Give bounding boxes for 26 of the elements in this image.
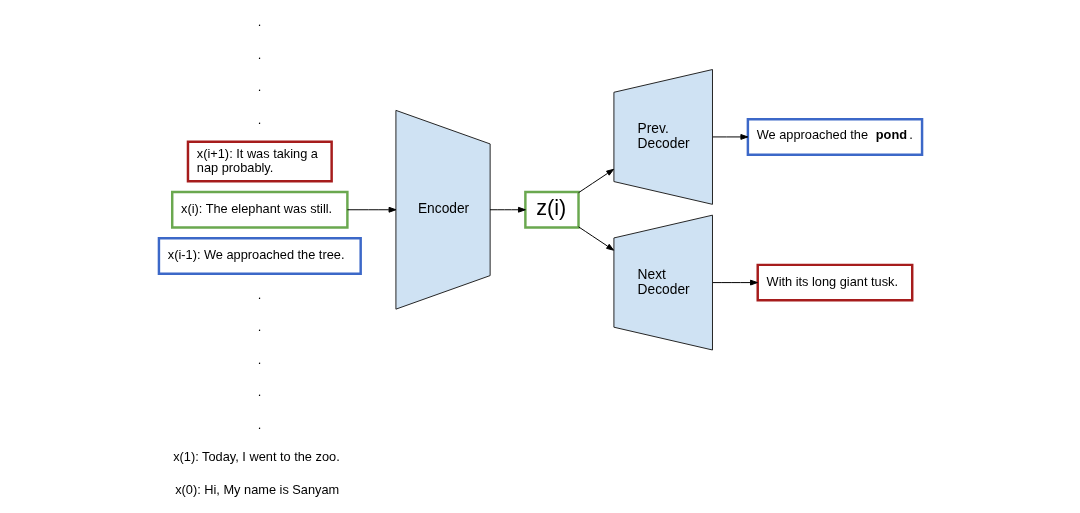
- node-box: With its long giant tusk.: [756, 263, 913, 302]
- node-box: z(i): [523, 190, 580, 229]
- node-box: x(i-1): We approached the tree.: [157, 237, 362, 275]
- node-box: x(i): The elephant was still.: [170, 190, 349, 229]
- arrow: [577, 168, 614, 194]
- label: .: [257, 286, 261, 302]
- node-box: We approached the pond.: [746, 118, 923, 156]
- label: .: [257, 384, 261, 400]
- label: x(0): Hi, My name is Sanyam: [174, 481, 339, 497]
- arrow: [346, 206, 396, 213]
- label: x(1): Today, I went to the zoo.: [172, 449, 340, 465]
- label: .: [257, 351, 261, 367]
- node-box: Next Decoder: [612, 214, 713, 351]
- label: .: [257, 416, 261, 432]
- label: .: [257, 319, 261, 335]
- node-box: Prev. Decoder: [612, 69, 713, 205]
- node-box: Encoder: [394, 109, 491, 310]
- label: .: [257, 46, 261, 62]
- label: .: [257, 14, 261, 30]
- node-box: x(i+1): It was taking a nap probably.: [186, 140, 333, 183]
- arrow: [489, 206, 526, 213]
- label: .: [257, 79, 261, 95]
- arrow: [711, 279, 758, 286]
- arrow: [711, 134, 748, 140]
- label: .: [257, 111, 261, 127]
- arrow: [577, 226, 614, 251]
